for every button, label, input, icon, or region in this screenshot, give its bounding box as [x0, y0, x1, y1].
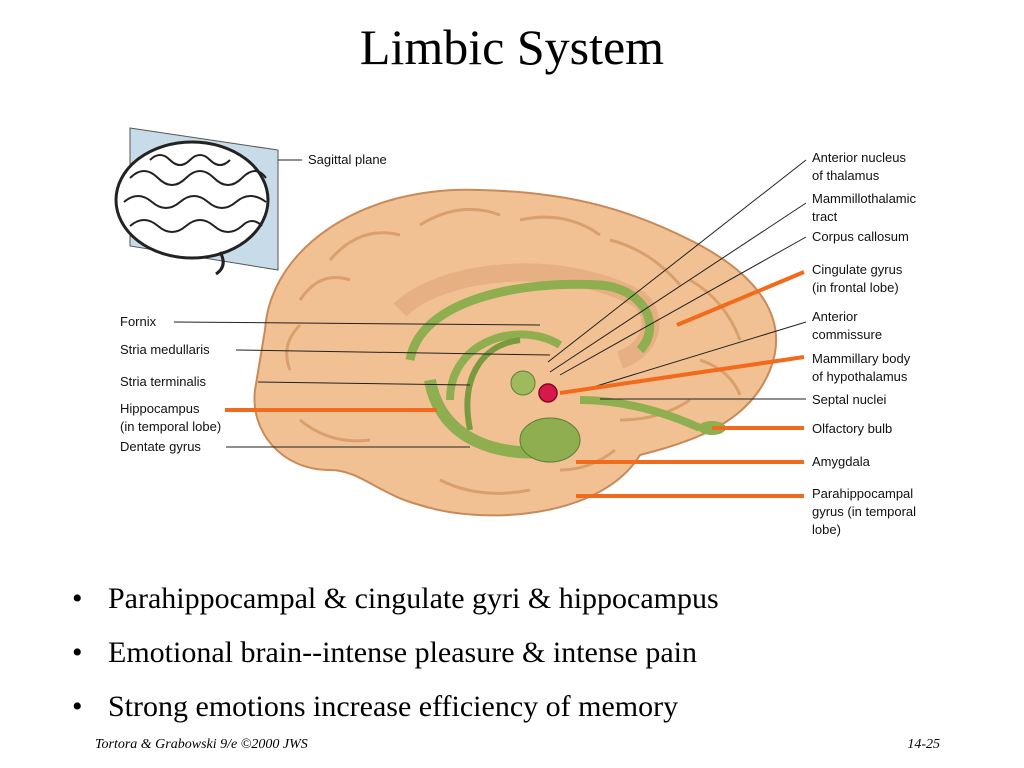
footer-page-number: 14-25 [907, 737, 940, 752]
bullet-item: • Parahippocampal & cingulate gyri & hipp… [72, 572, 719, 626]
brain-illustration [253, 188, 778, 517]
label-mammillary-body: Mammillary body [812, 351, 911, 366]
right-leader-lines [547, 159, 807, 400]
label-anterior-commissure: Anterior [812, 309, 858, 324]
bullet-text: Strong emotions increase efficiency of m… [108, 690, 679, 723]
label-parahippocampal-sub2: lobe) [812, 522, 841, 537]
label-corpus-callosum: Corpus callosum [812, 229, 909, 244]
bullet-dot: • [72, 636, 83, 669]
label-mammillary-body-sub: of hypothalamus [812, 369, 908, 384]
bullet-dot: • [72, 582, 83, 615]
bullet-item: • Emotional brain--intense pleasure & int… [72, 626, 719, 680]
label-cingulate-gyrus-sub: (in frontal lobe) [812, 280, 899, 295]
label-hippocampus: Hippocampus [120, 401, 200, 416]
bullet-dot: • [72, 690, 83, 723]
label-mammillothalamic: Mammillothalamic [812, 191, 917, 206]
left-leader-lines [173, 321, 551, 448]
footer-citation: Tortora & Grabowski 9/e ©2000 JWS [95, 737, 308, 752]
label-anterior-commissure-sub: commissure [812, 327, 882, 342]
bullet-list: • Parahippocampal & cingulate gyri & hipp… [72, 572, 719, 734]
label-dentate-gyrus: Dentate gyrus [120, 439, 201, 454]
label-hippocampus-sub: (in temporal lobe) [120, 419, 221, 434]
right-highlight-lines [559, 270, 805, 498]
label-olfactory-bulb: Olfactory bulb [812, 421, 892, 436]
bullet-text: Parahippocampal & cingulate gyri & hippo… [108, 582, 719, 615]
mammillary-body-marker [538, 383, 558, 403]
label-mammillothalamic-sub: tract [812, 209, 838, 224]
label-stria-terminalis: Stria terminalis [120, 374, 206, 389]
limbic-structures [405, 279, 726, 463]
label-cingulate-gyrus: Cingulate gyrus [812, 262, 903, 277]
label-sagittal-plane: Sagittal plane [308, 152, 387, 167]
label-fornix: Fornix [120, 314, 157, 329]
label-stria-medullaris: Stria medullaris [120, 342, 210, 357]
label-anterior-nucleus: Anterior nucleus [812, 150, 906, 165]
sagittal-plane-inset [114, 127, 279, 276]
label-amygdala: Amygdala [812, 454, 871, 469]
slide-title: Limbic System [359, 19, 665, 75]
label-anterior-nucleus-sub: of thalamus [812, 168, 880, 183]
label-parahippocampal-sub: gyrus (in temporal [812, 504, 916, 519]
label-septal-nuclei: Septal nuclei [812, 392, 887, 407]
bullet-item: • Strong emotions increase efficiency of … [72, 680, 719, 734]
bullet-text: Emotional brain--intense pleasure & inte… [108, 636, 697, 669]
label-parahippocampal: Parahippocampal [812, 486, 913, 501]
